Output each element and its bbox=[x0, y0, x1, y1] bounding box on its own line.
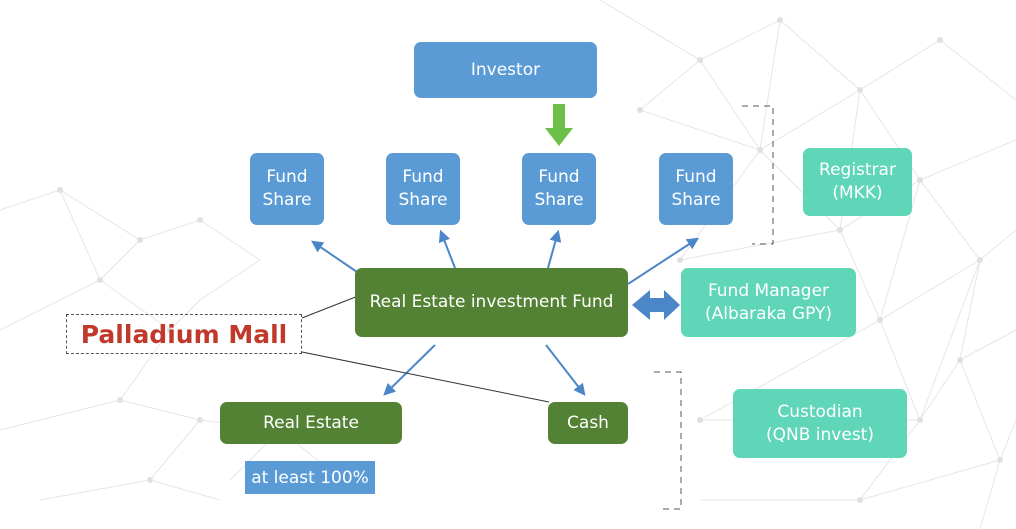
palladium-mall-label: Palladium Mall bbox=[80, 319, 288, 349]
real-estate-label: Real Estate bbox=[263, 412, 359, 433]
asset-allocation-note: at least 100% bbox=[245, 461, 375, 494]
investor-label: Investor bbox=[470, 59, 541, 80]
arrow-to-fund-share-4 bbox=[627, 237, 700, 285]
fund-share-box: Fund Share bbox=[386, 153, 460, 225]
fund-share-label: Fund Share bbox=[534, 167, 584, 210]
investor-box: Investor bbox=[414, 42, 597, 98]
fund-manager-double-arrow bbox=[632, 290, 680, 320]
fund-share-label: Fund Share bbox=[262, 167, 312, 210]
cash-box: Cash bbox=[548, 402, 628, 444]
cash-label: Cash bbox=[567, 412, 609, 433]
arrow-to-fund-share-1 bbox=[311, 240, 361, 275]
fund-share-box: Fund Share bbox=[250, 153, 324, 225]
fund-share-box: Fund Share bbox=[522, 153, 596, 225]
palladium-link-top bbox=[301, 295, 359, 319]
arrow-to-cash bbox=[545, 344, 586, 396]
reif-box: Real Estate investment Fund bbox=[355, 268, 628, 337]
palladium-link-bottom bbox=[301, 351, 550, 403]
registrar-box: Registrar (MKK) bbox=[803, 148, 912, 216]
reif-label: Real Estate investment Fund bbox=[369, 292, 614, 312]
registrar-label: Registrar (MKK) bbox=[819, 160, 896, 203]
investor-down-arrow bbox=[545, 104, 573, 146]
fund-share-label: Fund Share bbox=[671, 167, 721, 210]
fund-manager-box: Fund Manager (Albaraka GPY) bbox=[681, 268, 856, 337]
custodian-bracket bbox=[654, 371, 682, 510]
fund-manager-label: Fund Manager (Albaraka GPY) bbox=[704, 280, 833, 324]
palladium-mall-callout: Palladium Mall bbox=[66, 314, 302, 354]
custodian-box: Custodian (QNB invest) bbox=[733, 389, 907, 458]
arrow-to-real-estate bbox=[383, 344, 436, 396]
fund-share-label: Fund Share bbox=[398, 167, 448, 210]
arrow-to-fund-share-3 bbox=[547, 229, 562, 269]
asset-allocation-label: at least 100% bbox=[251, 467, 369, 488]
registrar-bracket bbox=[742, 105, 774, 245]
custodian-label: Custodian (QNB invest) bbox=[766, 401, 874, 445]
arrow-to-fund-share-2 bbox=[438, 229, 456, 269]
fund-share-box: Fund Share bbox=[659, 153, 733, 225]
real-estate-box: Real Estate bbox=[220, 402, 402, 444]
